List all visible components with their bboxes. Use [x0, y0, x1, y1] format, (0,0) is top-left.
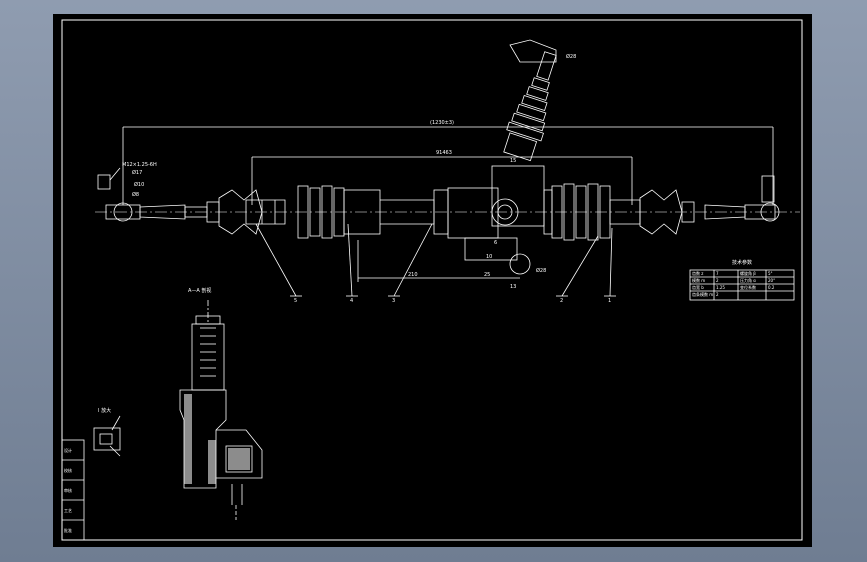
balloon-leader-4 — [347, 223, 353, 297]
left-tolerance-1: M12×1.25-6H — [122, 162, 157, 168]
right-housing-bellows — [551, 183, 611, 241]
title-block-cell: 设计 — [64, 447, 72, 453]
parameter-table-cell: 螺旋角 β — [740, 270, 756, 276]
balloon-leader-2 — [561, 235, 599, 297]
parameter-table-cell: 压力角 α — [740, 277, 756, 283]
dimension-10: 10 — [486, 254, 492, 260]
detail-view-i — [93, 415, 121, 457]
section-hatch — [184, 394, 250, 484]
parameter-table-cell: 0.2 — [768, 285, 775, 290]
dimension-15: 15 — [510, 158, 516, 164]
inner-dimension-text: 91463 — [436, 150, 452, 156]
left-tolerance-4: Ø8 — [132, 191, 139, 198]
balloon-5: 5 — [294, 298, 297, 304]
parameter-table-cell: 1.25 — [716, 285, 725, 290]
section-view-aa — [179, 300, 263, 520]
balloon-3: 3 — [392, 298, 395, 304]
balloon-1: 1 — [608, 298, 611, 304]
input-shaft-boot — [503, 51, 557, 162]
drawing-sheet — [53, 14, 812, 547]
balloon-leader-3 — [393, 223, 433, 297]
title-block-cell: 批准 — [64, 527, 72, 533]
title-block-grid — [61, 439, 85, 541]
parameter-table-cell: 变位系数 — [740, 284, 756, 290]
left-tolerance-2: Ø17 — [132, 169, 142, 176]
parameter-table-cell: 模数 m — [692, 277, 705, 283]
parameter-table-cell: 2 — [716, 292, 719, 297]
right-ball-joint — [760, 202, 780, 222]
left-housing-bellows — [297, 185, 345, 239]
parameter-table-cell: 齿宽 b — [692, 284, 704, 290]
housing-left-section — [343, 189, 381, 235]
steering-gear-assembly — [61, 39, 800, 541]
parameter-table-cell: 齿数 z — [692, 270, 703, 276]
parameter-table: 齿数 z 7 螺旋角 β 5° 模数 m 2 压力角 α 20° 齿宽 b 1.25 变位系数 0.2… — [692, 270, 775, 297]
dimension-6: 6 — [494, 240, 497, 246]
parameter-table-grid — [689, 269, 795, 301]
dimension-210: 210 — [408, 272, 418, 278]
parameter-table-cell: 5° — [768, 271, 773, 276]
right-bellows — [639, 189, 683, 235]
balloon-2: 2 — [560, 298, 563, 304]
left-ball-joint — [113, 202, 133, 222]
dimension-phi28: Ø28 — [536, 267, 546, 274]
dimension-13: 13 — [510, 284, 516, 290]
mounting-boss — [509, 253, 531, 275]
title-block-cell: 审核 — [64, 487, 72, 493]
parameter-table-cell: 7 — [716, 271, 719, 276]
overall-dimension-text: (1230±3) — [430, 120, 454, 126]
drawing-border — [61, 19, 803, 541]
title-block-cell: 校核 — [64, 467, 72, 473]
balloon-leader-5 — [255, 223, 297, 297]
dimension-25: 25 — [484, 272, 490, 278]
title-block-cell: 工艺 — [64, 508, 72, 513]
parameter-table-cell: 齿条模数 m — [692, 291, 713, 297]
parameter-table-cell: 2 — [716, 278, 719, 283]
left-bellows — [218, 189, 263, 235]
balloon-leader-1 — [609, 227, 613, 297]
detail-label: I 放大 — [98, 407, 111, 414]
balloon-4: 4 — [350, 298, 353, 304]
top-ref-dimension: Ø28 — [566, 53, 576, 60]
left-tie-rod — [139, 204, 186, 220]
left-tolerance-3: Ø10 — [134, 181, 144, 188]
parameter-table-cell: 20° — [768, 278, 775, 283]
section-label: A—A 剖视 — [188, 287, 211, 294]
parameter-table-title: 技术参数 — [732, 259, 752, 266]
